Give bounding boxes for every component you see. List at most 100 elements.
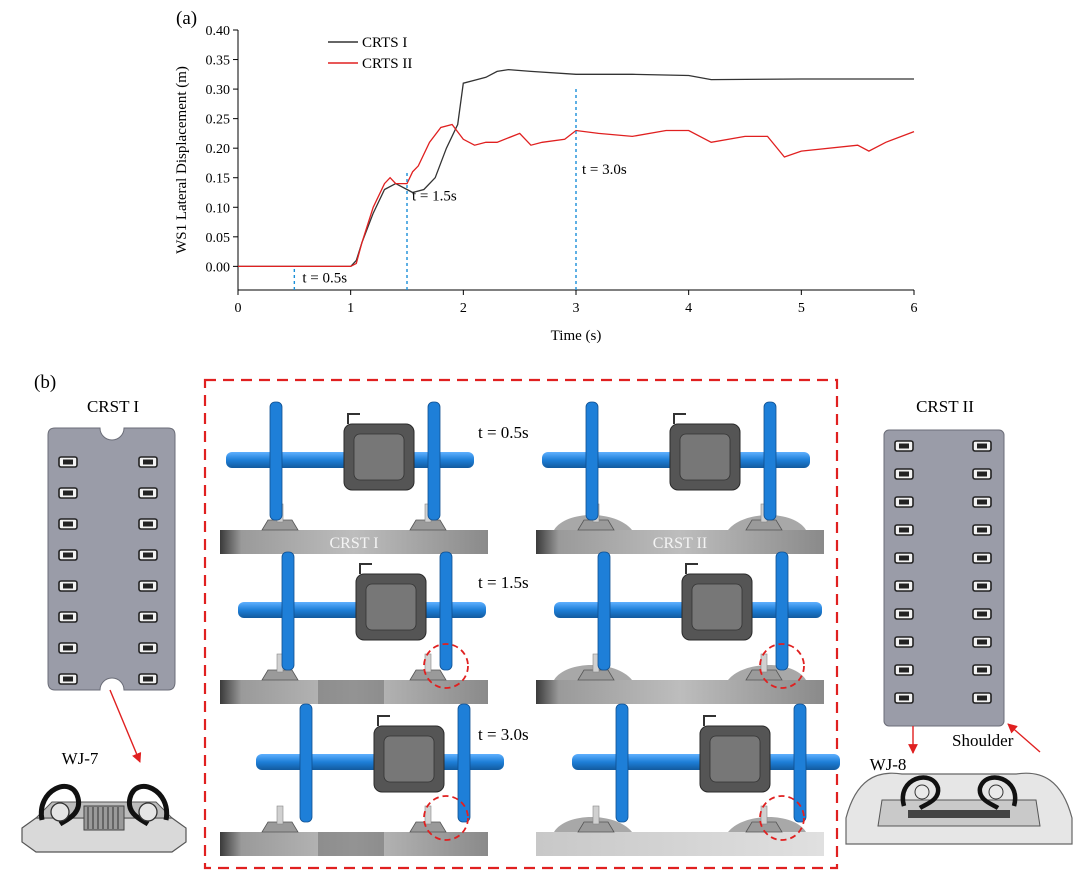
fastener-pad [972,496,992,508]
x-tick-label: 3 [573,301,580,316]
track-slab-segment [536,530,824,554]
wheel [269,401,283,521]
gearbox-bracket [685,563,698,574]
legend-label: CRTS II [362,56,412,72]
wj8-fastener [845,772,1073,845]
fastener-pad [138,518,158,530]
rail-fastener [745,669,783,681]
wheel [439,551,453,671]
series-line [238,68,914,268]
time-label-row1: t = 0.5s [478,423,529,442]
fastener-pad [138,456,158,468]
slab-label: CRST I [329,535,378,552]
fastener-pad [894,636,914,648]
fastener-pad [138,642,158,654]
x-tick-label: 1 [347,301,354,316]
fastener-pad [894,496,914,508]
gearbox-cover [383,735,435,783]
right-arrow-shoulder [1007,723,1041,753]
left-slab-title: CRST I [87,397,139,416]
y-axis-label: WS1 Lateral Displacement (m) [174,66,190,254]
wheelset-illustration: (b) CRST I WJ-7 CRST II Shoulder WJ-8 [21,372,1073,870]
fastener-pad [894,440,914,452]
fastener-pad [972,524,992,536]
fastener-pad [894,580,914,592]
gearbox-cover [691,583,743,631]
wheel [585,401,599,521]
right-slab-title: CRST II [916,397,974,416]
fastener-pad [972,692,992,704]
x-tick-label: 4 [685,301,692,316]
fastener-pad [894,608,914,620]
fastener-pad [972,608,992,620]
wheelset-cell [536,551,824,704]
gearbox-bracket [359,563,372,574]
fastener-pad [972,440,992,452]
fastener-pad [894,524,914,536]
fastener-pad [138,611,158,623]
panel-a-label: (a) [176,8,197,29]
rail-fastener [577,821,615,833]
wheelset-cell [220,703,504,856]
shoulder-label: Shoulder [952,731,1014,750]
right-fastener-label: WJ-8 [870,755,907,774]
rail-fastener [577,519,615,531]
y-tick-label: 0.15 [206,172,231,187]
slab-label: CRST II [653,535,707,552]
fastener-pad [894,468,914,480]
contact-highlight [423,643,469,689]
wheel [281,551,295,671]
x-tick-label: 5 [798,301,805,316]
fastener-pad [138,487,158,499]
wheelset-cell [220,551,488,704]
rail-fastener [261,669,299,681]
y-tick-label: 0.05 [206,231,231,246]
gearbox-bracket [673,413,686,424]
x-tick-label: 6 [911,301,918,316]
rail-fastener [745,821,783,833]
rail-fastener [261,821,299,833]
slab-joint [318,832,384,856]
fastener-pad [972,468,992,480]
fastener-pad [58,456,78,468]
track-slab-segment [536,680,824,704]
gearbox-cover [679,433,731,481]
wheel [793,703,807,823]
gearbox-bracket [703,715,716,726]
panel-b-label: (b) [34,372,56,393]
fastener-pad [894,692,914,704]
y-tick-label: 0.10 [206,201,231,216]
time-label-row2: t = 1.5s [478,573,529,592]
rail [760,805,768,825]
fastener-pad [138,673,158,685]
legend-label: CRTS I [362,35,407,51]
contact-highlight [759,795,805,841]
rail-fastener [261,519,299,531]
rail-fastener [577,669,615,681]
fastener-pad [58,549,78,561]
fastener-pad [894,552,914,564]
contact-highlight [423,795,469,841]
left-arrow [109,689,142,763]
y-tick-label: 0.20 [206,142,231,157]
annotation-label: t = 1.5s [412,188,457,204]
rail-fastener [409,821,447,833]
fastener-pad [58,611,78,623]
rail-fastener [409,519,447,531]
annotation-label: t = 0.5s [302,270,347,286]
fastener-pad [58,487,78,499]
fastener-pad [58,580,78,592]
x-tick-label: 0 [235,301,242,316]
wheel [763,401,777,521]
rail [276,805,284,825]
y-tick-label: 0.30 [206,83,231,98]
wj7-fastener [21,784,187,853]
series-line [238,123,915,268]
gearbox-cover [353,433,405,481]
track-slab-segment [536,832,824,856]
slab-joint [318,680,384,704]
rail [760,653,768,673]
fastener-pad [972,636,992,648]
track-slab-segment [220,530,488,554]
